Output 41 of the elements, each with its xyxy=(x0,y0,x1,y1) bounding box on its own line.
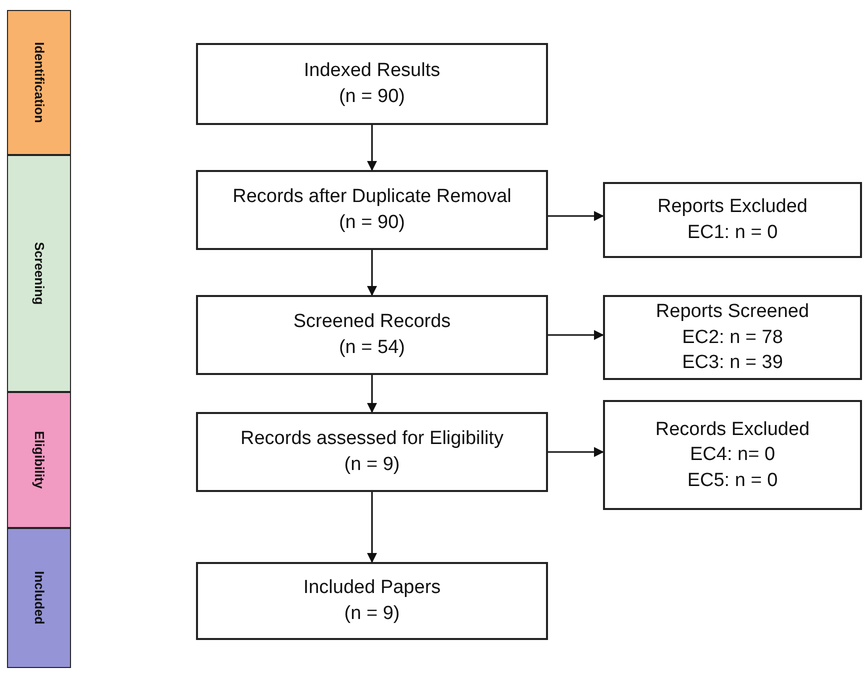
count-text: EC5: n = 0 xyxy=(687,468,778,493)
arrow xyxy=(367,250,377,296)
phase-band xyxy=(7,155,71,392)
count-text: EC2: n = 78 xyxy=(682,326,783,350)
box-heading: Included Papers xyxy=(303,576,441,600)
process-box xyxy=(603,295,862,380)
process-box xyxy=(603,182,862,258)
box-heading: Reports Screened xyxy=(656,300,810,324)
arrow xyxy=(367,375,377,413)
phase-label: Screening xyxy=(30,242,48,305)
phase-band xyxy=(7,10,71,155)
process-box xyxy=(196,412,548,492)
phase-band xyxy=(7,528,71,668)
box-heading: Indexed Results xyxy=(304,59,440,84)
arrow xyxy=(367,125,377,171)
phase-band xyxy=(7,392,71,528)
count-text: EC4: n= 0 xyxy=(690,443,776,468)
box-heading: Screened Records xyxy=(293,310,451,334)
arrow xyxy=(548,330,604,340)
phase-label: Included xyxy=(30,571,48,625)
count-text: (n = 9) xyxy=(344,602,400,626)
count-text: EC1: n = 0 xyxy=(687,221,778,245)
box-heading: Reports Excluded xyxy=(658,195,808,220)
box-heading: Records after Duplicate Removal xyxy=(232,185,512,210)
process-box xyxy=(196,43,548,125)
count-text: (n = 54) xyxy=(338,336,405,360)
arrow xyxy=(548,211,604,221)
process-box xyxy=(196,562,548,640)
phase-label: Eligibility xyxy=(30,431,48,489)
process-box xyxy=(603,400,862,510)
count-text: (n = 90) xyxy=(338,85,405,109)
process-box xyxy=(196,170,548,250)
arrow xyxy=(367,492,377,563)
count-text: (n = 90) xyxy=(338,211,405,235)
count-text: (n = 9) xyxy=(344,453,400,477)
count-text: EC3: n = 39 xyxy=(682,351,783,376)
box-heading: Records Excluded xyxy=(655,418,810,442)
process-box xyxy=(196,295,548,375)
phase-label: Identification xyxy=(30,42,48,123)
box-heading: Records assessed for Eligibility xyxy=(240,427,504,452)
arrow xyxy=(548,447,604,457)
